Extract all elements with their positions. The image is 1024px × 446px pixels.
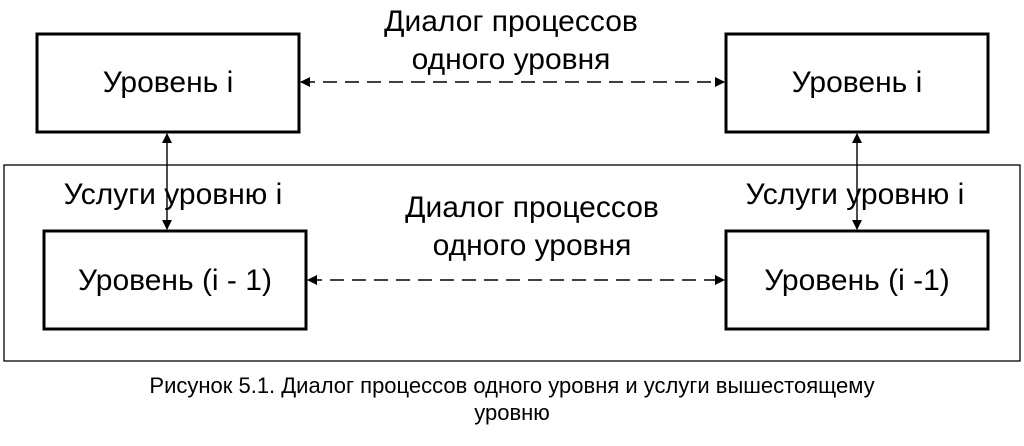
bottom-dialog-label-line2: одного уровня	[433, 229, 632, 262]
services-right-label: Услуги уровню i	[746, 178, 965, 211]
bottom-right-box-label: Уровень (i -1)	[764, 264, 950, 297]
top-dialog-label-line1: Диалог процессов	[384, 5, 638, 38]
lower-level-frame	[3, 164, 1021, 362]
top-dialog-label-line2: одного уровня	[412, 43, 611, 76]
bottom-left-box-label: Уровень (i - 1)	[78, 264, 272, 297]
bottom-right-box	[724, 229, 990, 331]
figure-caption-line1: Рисунок 5.1. Диалог процессов одного уро…	[149, 373, 875, 398]
top-right-box	[724, 32, 990, 134]
services-left-label: Услуги уровню i	[64, 178, 283, 211]
bottom-left-box	[42, 229, 308, 331]
figure-caption: Рисунок 5.1. Диалог процессов одного уро…	[60, 372, 964, 426]
bottom-dialog-label-line1: Диалог процессов	[405, 191, 659, 224]
top-left-box-label: Уровень i	[103, 66, 234, 99]
figure-caption-line2: уровню	[474, 400, 550, 425]
top-right-box-label: Уровень i	[792, 66, 923, 99]
top-left-box	[35, 32, 301, 134]
